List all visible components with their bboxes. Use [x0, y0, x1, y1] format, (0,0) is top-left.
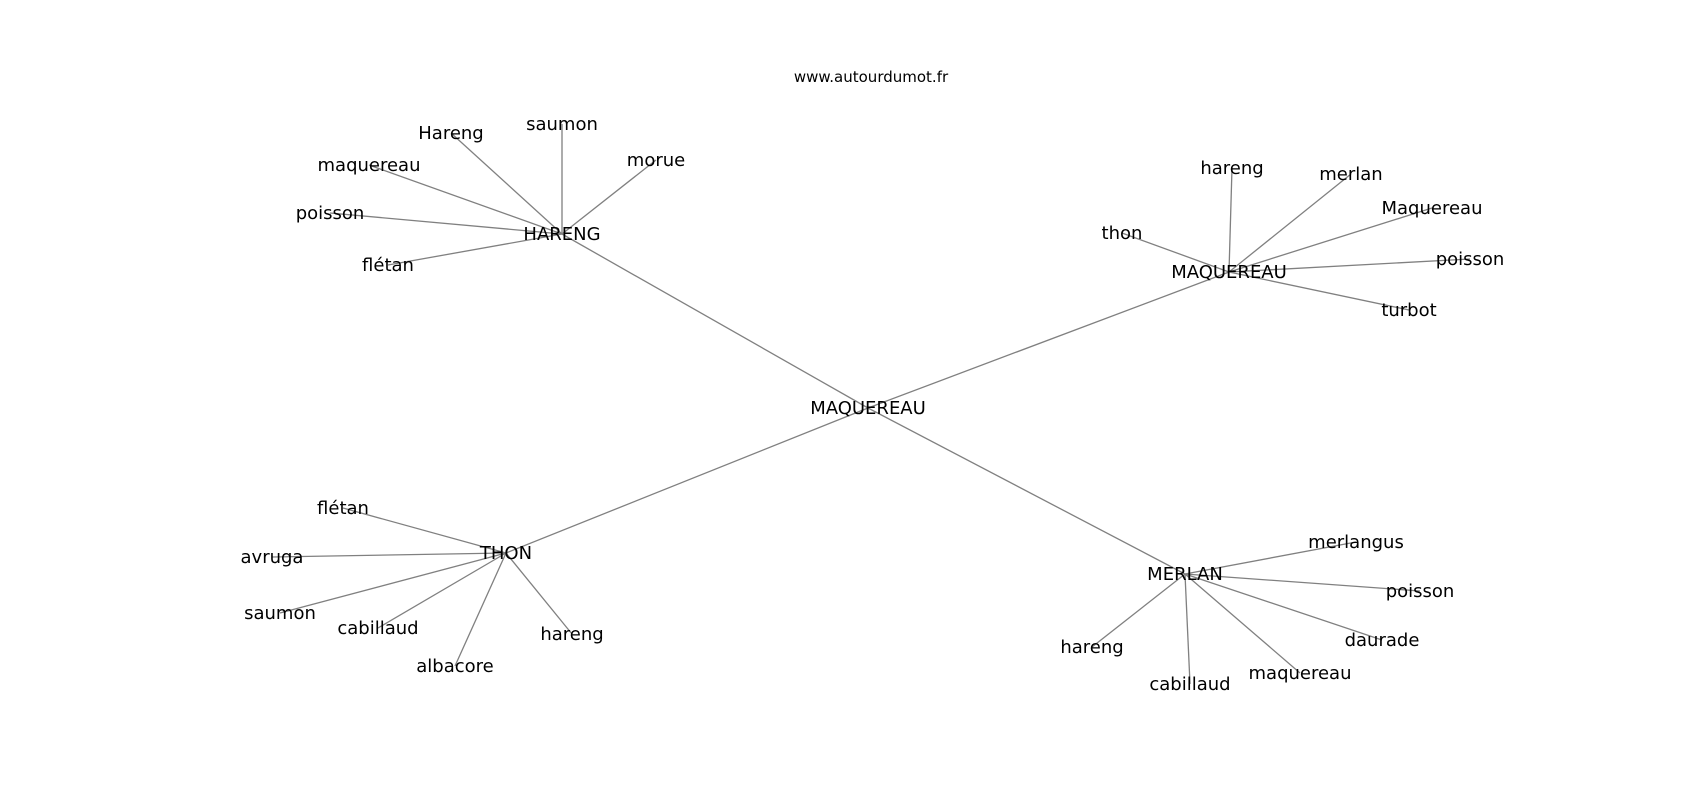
source-url: www.autourdumot.fr: [794, 68, 949, 86]
edge-hub-merlan-leaf-0: [1184, 541, 1357, 575]
edge-hub-thon-leaf-5: [505, 552, 573, 635]
edge-hub-hareng-leaf-4: [329, 212, 563, 235]
hub-merlan-leaf-node[interactable]: maquereau: [1249, 663, 1352, 684]
edge-hub-thon-leaf-3: [377, 552, 507, 629]
nodes: MAQUEREAU HARENG saumon Hareng morue maquerea…: [241, 114, 1505, 695]
edge-hub-hareng-leaf-3: [368, 164, 563, 235]
hub-maquereau-node[interactable]: MAQUEREAU: [1171, 262, 1287, 283]
edge-hub-merlan-leaf-2: [1184, 573, 1383, 641]
hub-thon-leaf-node[interactable]: saumon: [244, 603, 316, 624]
hub-merlan-leaf-node[interactable]: hareng: [1060, 637, 1123, 658]
edge-hub-merlan-leaf-3: [1091, 573, 1186, 648]
edge-root-hub-thon: [505, 407, 869, 554]
edge-hub-thon-leaf-4: [454, 552, 507, 667]
hub-hareng-leaf-node[interactable]: Hareng: [418, 123, 483, 144]
edge-hub-hareng-leaf-1: [450, 132, 563, 235]
edges: [271, 124, 1471, 685]
hub-thon-leaf-node[interactable]: avruga: [241, 547, 304, 568]
root-node[interactable]: MAQUEREAU: [810, 398, 926, 419]
edge-hub-hareng-leaf-5: [387, 233, 563, 266]
hub-merlan-leaf-node[interactable]: merlangus: [1308, 532, 1404, 553]
edge-hub-hareng-leaf-2: [561, 159, 657, 235]
edge-hub-maquereau-leaf-5: [1228, 271, 1410, 311]
edge-hub-merlan-leaf-4: [1184, 573, 1191, 685]
edge-hub-maquereau-leaf-0: [1228, 167, 1233, 273]
edge-hub-merlan-leaf-5: [1184, 573, 1301, 674]
hub-thon-leaf-node[interactable]: flétan: [317, 498, 369, 519]
hub-hareng-leaf-node[interactable]: flétan: [362, 255, 414, 276]
hub-maquereau-leaf-node[interactable]: hareng: [1200, 158, 1263, 179]
hub-hareng-leaf-node[interactable]: poisson: [296, 203, 365, 224]
hub-maquereau-leaf-node[interactable]: merlan: [1319, 164, 1382, 185]
hub-thon-leaf-node[interactable]: cabillaud: [337, 618, 418, 639]
hub-hareng-leaf-node[interactable]: saumon: [526, 114, 598, 135]
edge-hub-maquereau-leaf-4: [1228, 258, 1471, 273]
hub-maquereau-leaf-node[interactable]: poisson: [1436, 249, 1505, 270]
hub-hareng-node[interactable]: HARENG: [523, 224, 600, 245]
hub-merlan-leaf-node[interactable]: cabillaud: [1149, 674, 1230, 695]
hub-thon-leaf-node[interactable]: hareng: [540, 624, 603, 645]
edge-hub-maquereau-leaf-1: [1228, 173, 1352, 273]
hub-hareng-leaf-node[interactable]: morue: [627, 150, 685, 171]
edge-root-hub-merlan: [867, 407, 1186, 575]
edge-hub-merlan-leaf-1: [1184, 573, 1421, 592]
hub-merlan-node[interactable]: MERLAN: [1147, 564, 1223, 585]
edge-hub-maquereau-leaf-2: [1228, 207, 1433, 273]
edge-hub-thon-leaf-1: [271, 552, 507, 558]
hub-merlan-leaf-node[interactable]: daurade: [1345, 630, 1420, 651]
hub-maquereau-leaf-node[interactable]: thon: [1102, 223, 1143, 244]
hub-thon-node[interactable]: THON: [479, 543, 532, 564]
hub-thon-leaf-node[interactable]: albacore: [416, 656, 493, 677]
edge-hub-thon-leaf-2: [279, 552, 507, 614]
hub-maquereau-leaf-node[interactable]: Maquereau: [1382, 198, 1483, 219]
edge-root-hub-maquereau: [867, 271, 1230, 409]
edge-root-hub-hareng: [561, 233, 869, 409]
hub-maquereau-leaf-node[interactable]: turbot: [1381, 300, 1436, 321]
edge-hub-thon-leaf-0: [342, 507, 507, 554]
hub-hareng-leaf-node[interactable]: maquereau: [318, 155, 421, 176]
edge-hub-maquereau-leaf-3: [1121, 232, 1230, 273]
hub-merlan-leaf-node[interactable]: poisson: [1386, 581, 1455, 602]
